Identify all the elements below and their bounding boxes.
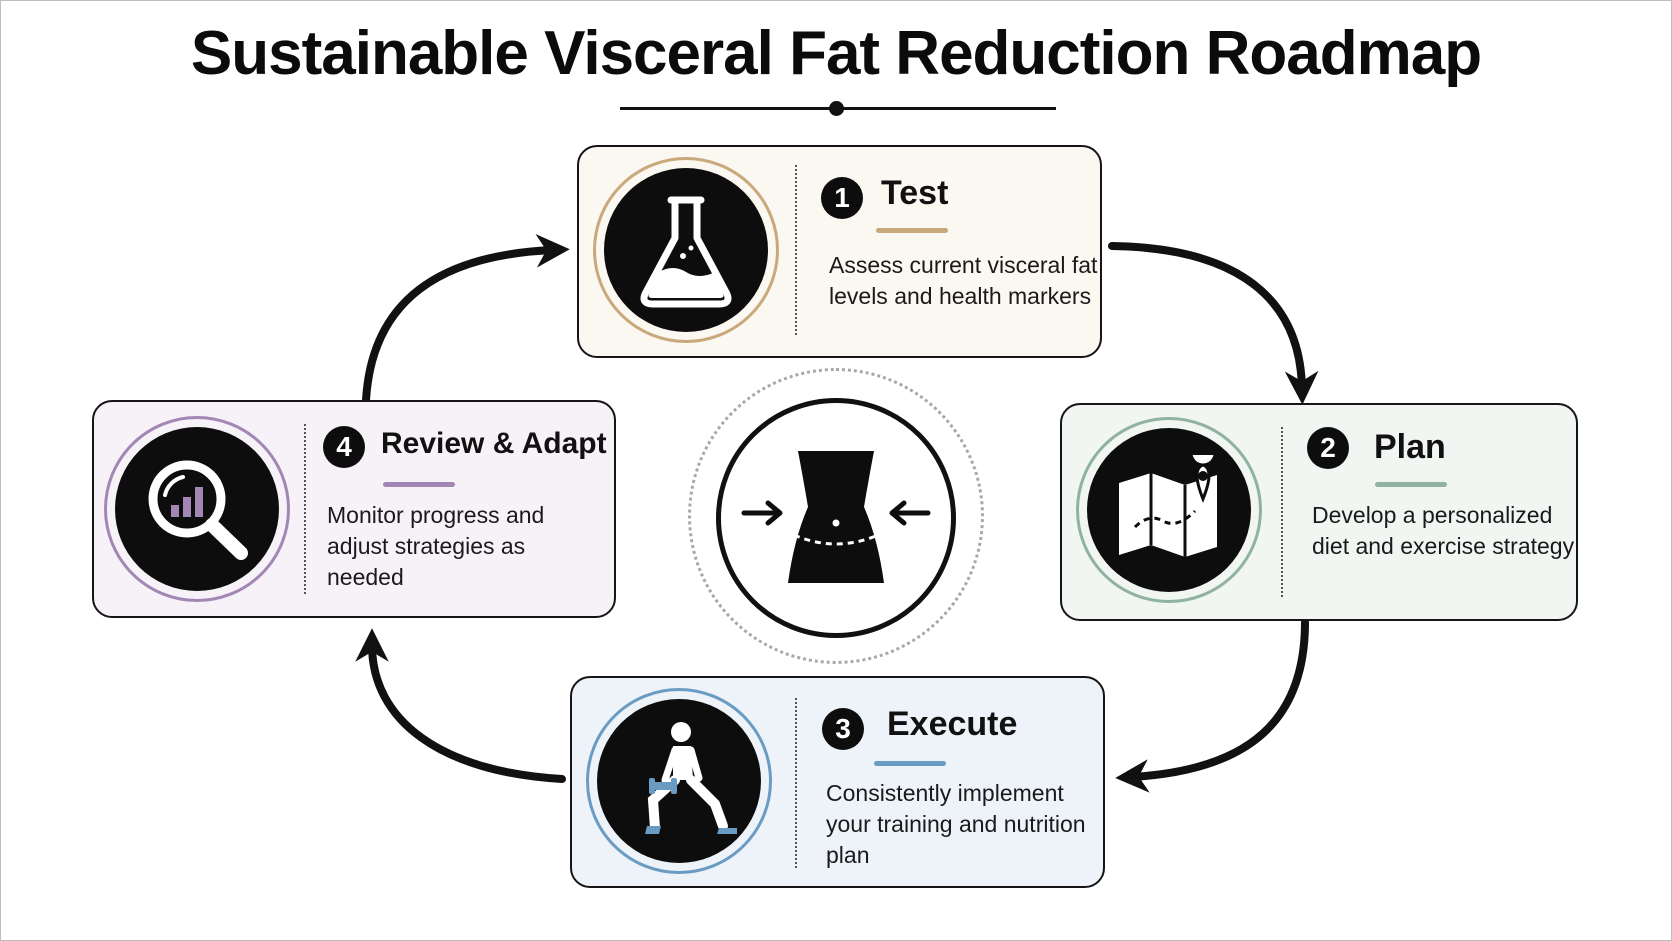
icon-ring xyxy=(104,416,290,602)
step-title: Review & Adapt xyxy=(381,427,607,460)
icon-disc xyxy=(1087,428,1251,592)
card-divider xyxy=(795,698,797,868)
waist-reduction-icon xyxy=(741,451,931,583)
step-card-review-adapt: 4 Review & Adapt Monitor progress and ad… xyxy=(92,400,616,618)
accent-bar xyxy=(1375,482,1447,487)
arrow-review-to-test xyxy=(362,233,570,404)
icon-disc xyxy=(597,699,761,863)
icon-disc xyxy=(604,168,768,332)
center-dotted-ring xyxy=(688,368,984,664)
arrow-execute-to-review xyxy=(355,628,566,783)
step-number-badge: 4 xyxy=(323,426,365,468)
accent-bar xyxy=(383,482,455,487)
step-description: Develop a personalized diet and exercise… xyxy=(1312,502,1575,559)
page-title: Sustainable Visceral Fat Reduction Roadm… xyxy=(190,19,1482,88)
card-divider xyxy=(1281,427,1283,597)
step-number-badge: 1 xyxy=(821,177,863,219)
step-card-plan: 2 Plan Develop a personalized diet and e… xyxy=(1060,403,1578,621)
card-divider xyxy=(795,165,797,335)
step-number-badge: 3 xyxy=(822,708,864,750)
step-number-badge: 2 xyxy=(1307,427,1349,469)
center-icon-disc xyxy=(716,398,956,638)
icon-ring xyxy=(593,157,779,343)
flask-icon xyxy=(640,196,732,308)
arrow-plan-to-execute xyxy=(1115,618,1309,793)
step-title: Plan xyxy=(1374,428,1446,466)
step-description: Monitor progress and adjust strategies a… xyxy=(327,502,545,590)
lunge-dumbbell-icon xyxy=(645,722,737,834)
accent-bar xyxy=(876,228,948,233)
map-pin-icon xyxy=(1119,455,1217,557)
card-divider xyxy=(304,424,306,594)
icon-ring xyxy=(586,688,772,874)
step-title: Execute xyxy=(887,705,1018,743)
title-underline-dot xyxy=(829,101,844,116)
accent-bar xyxy=(874,761,946,766)
icon-ring xyxy=(1076,417,1262,603)
arrow-test-to-plan xyxy=(1108,242,1319,405)
step-description: Assess current visceral fat levels and h… xyxy=(829,252,1098,309)
step-description: Consistently implement your training and… xyxy=(826,780,1086,868)
icon-disc xyxy=(115,427,279,591)
step-card-test: 1 Test Assess current visceral fat level… xyxy=(577,145,1102,358)
magnifier-chart-icon xyxy=(148,460,248,560)
step-card-execute: 3 Execute Consistently implement your tr… xyxy=(570,676,1105,888)
step-title: Test xyxy=(881,174,949,212)
